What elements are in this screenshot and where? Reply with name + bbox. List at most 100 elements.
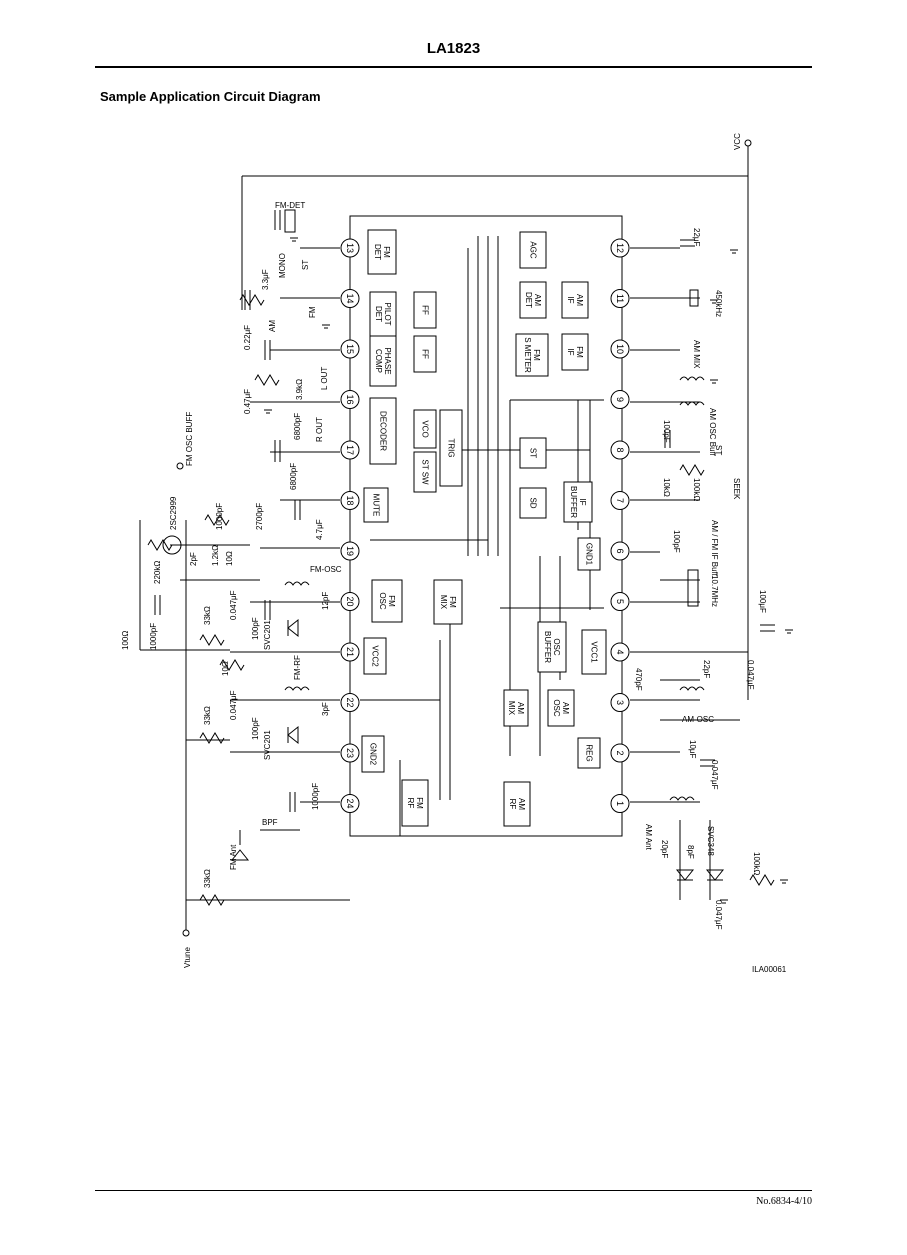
block-ff2: FF — [413, 335, 437, 373]
cap-0-047uf-d-label: 0.047μF — [710, 760, 719, 790]
wires — [139, 146, 749, 930]
footer-rule — [95, 1190, 812, 1191]
am-mix-coil-label: AM MIX — [692, 340, 701, 369]
block-label: AM — [517, 798, 526, 810]
block-sd: SD — [519, 487, 547, 519]
pin-15: 15 — [340, 339, 360, 359]
block-label: OSC — [552, 638, 561, 656]
pin-number: 11 — [615, 294, 625, 303]
block-st-sw: ST SW — [413, 451, 437, 493]
block-label: PHASE — [383, 347, 392, 374]
block-label: IF — [566, 348, 575, 355]
block-label: SD — [529, 497, 538, 508]
cap-3pf-label: 3pF — [321, 702, 330, 716]
res-33k-a-label: 33kΩ — [203, 606, 212, 625]
block-reg: REG — [577, 737, 601, 769]
svc-a-label: SVC201 — [263, 620, 272, 650]
cap-0-047uf-e-label: 0.047μF — [714, 900, 723, 930]
res-100k-b-label: 100kΩ — [752, 852, 761, 875]
pin-number: 7 — [615, 498, 625, 503]
block-label: FM — [532, 349, 541, 361]
pin-3: 3 — [610, 693, 630, 712]
block-fm-smeter: FMS METER — [515, 333, 549, 377]
block-label: IF — [566, 296, 575, 303]
res-10k-label: 10kΩ — [662, 478, 671, 497]
st-out-label: ST — [714, 445, 723, 455]
block-label: ST SW — [421, 459, 430, 485]
block-gnd2: GND2 — [361, 735, 385, 773]
cap-100pf-b-label: 100pF — [251, 717, 260, 740]
pin-number: 19 — [345, 546, 355, 556]
am-osc-buff-label: AM OSC Buff — [708, 408, 717, 457]
cap-0-047uf-c-label: 0.047μF — [746, 660, 755, 690]
cap-6800pf-b-label: 6800pF — [289, 463, 298, 490]
pin-number: 21 — [345, 647, 355, 657]
pin-number: 15 — [345, 344, 355, 354]
pin-number: 6 — [615, 548, 625, 553]
pin-7: 7 — [610, 491, 630, 510]
am-switch-label: AM — [268, 320, 277, 332]
block-label: VCC1 — [590, 641, 599, 663]
block-label: RF — [508, 799, 517, 810]
cap-1000pf-a-label: 1000pF — [215, 503, 224, 530]
fm-osc-coil-label: FM-OSC — [310, 565, 342, 574]
pin-20: 20 — [340, 592, 360, 611]
component-symbols — [147, 139, 793, 937]
header-rule — [95, 66, 812, 68]
block-label: GND2 — [369, 743, 378, 766]
res-10-a-label: 10Ω — [225, 551, 234, 566]
pin-number: 23 — [345, 748, 355, 758]
cap-100pf-d-label: 100pF — [672, 530, 681, 553]
bpf-label: BPF — [262, 818, 278, 827]
block-label: REG — [585, 744, 594, 761]
block-label: BUFFER — [569, 486, 578, 518]
pin-6: 6 — [610, 541, 630, 561]
cap-0-22uf-label: 0.22μF — [243, 325, 252, 350]
r-out-label: R OUT — [315, 417, 324, 442]
cap-10uf-label: 10μF — [688, 740, 697, 759]
block-label: OSC — [378, 592, 387, 610]
pin-24: 24 — [340, 794, 360, 813]
figure-code: ILA00061 — [752, 965, 787, 974]
pin-14: 14 — [340, 289, 360, 308]
cap-2700pf-label: 2700pF — [255, 503, 264, 530]
pin-number: 16 — [345, 394, 355, 404]
block-label: FM — [448, 596, 457, 608]
cap-6800pf-a-label: 6800pF — [293, 413, 302, 440]
block-mute: MUTE — [363, 487, 389, 523]
pin-number: 2 — [615, 750, 625, 755]
pin-10: 10 — [610, 339, 630, 359]
cap-22pf-label: 22pF — [702, 660, 711, 678]
block-label: AM — [533, 294, 542, 306]
block-label: FM — [382, 246, 391, 258]
cap-100pf-c-label: 100pF — [662, 420, 671, 443]
cap-3-3uf-label: 3.3μF — [261, 269, 270, 290]
svc-b-label: SVC201 — [263, 730, 272, 760]
block-label: GND1 — [585, 543, 594, 566]
block-label: DET — [524, 292, 533, 308]
block-ff1: FF — [413, 291, 437, 329]
block-vcc2: VCC2 — [363, 637, 387, 675]
pin-5: 5 — [610, 592, 630, 611]
block-label: DET — [373, 244, 382, 260]
cap-1000pf-c-label: 1000pF — [311, 783, 320, 810]
pin-4: 4 — [610, 642, 630, 662]
block-label: AM — [561, 702, 570, 714]
vtune-label: Vtune — [183, 947, 192, 968]
pin-number: 20 — [345, 596, 355, 606]
res-33k-c-label: 33kΩ — [203, 869, 212, 888]
block-st-block: ST — [519, 437, 547, 469]
pin-number: 8 — [615, 447, 625, 452]
fm-osc-buff-label: FM OSC BUFF — [185, 412, 194, 466]
khz-450-label: 450kHz — [714, 290, 723, 317]
pin-19: 19 — [340, 541, 360, 561]
external-labels: VCC FM-DET 3.3μF MONO ST AM FM 0.22μF 0.… — [121, 133, 787, 974]
am-osc-coil-label: AM-OSC — [682, 715, 714, 724]
